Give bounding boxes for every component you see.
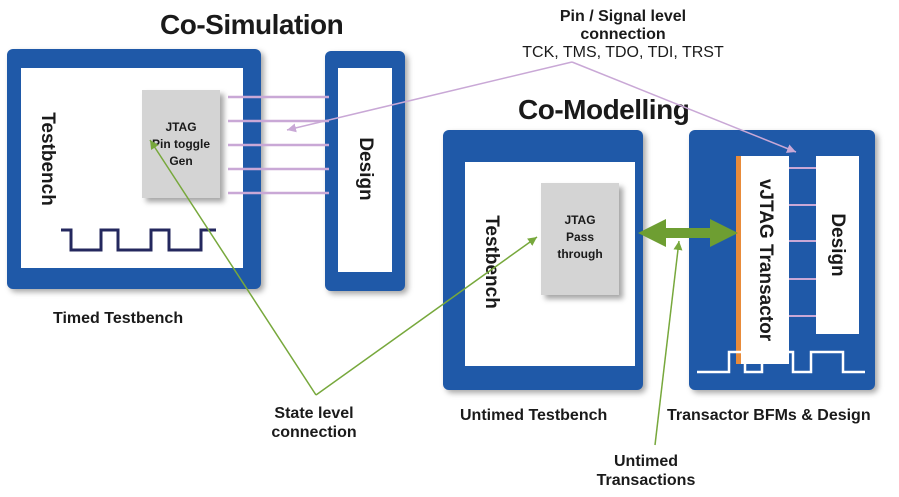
square-wave-icon [697, 350, 865, 374]
untimed-transactions-pointer [654, 240, 683, 446]
transactor-bfms-caption: Transactor BFMs & Design [667, 407, 871, 424]
comodel-testbench-block: Testbench JTAG Pass through [443, 130, 643, 390]
square-wave-icon [61, 228, 216, 252]
cosim-testbench-block: Testbench JTAG Pin toggle Gen [7, 49, 261, 289]
timed-testbench-caption: Timed Testbench [53, 310, 184, 327]
transactor-design-block: vJTAG Transactor Design [689, 130, 875, 390]
transactor-orange-bar [736, 156, 742, 364]
jtag-pin-toggle-gen-box: JTAG Pin toggle Gen [142, 90, 220, 198]
comodelling-title: Co-Modelling [518, 94, 690, 125]
comodel-design-panel [816, 156, 859, 334]
untimed-testbench-caption: Untimed Testbench [460, 407, 608, 424]
cosim-design-panel [338, 68, 392, 272]
jtag-pass-through-box: JTAG Pass through [541, 183, 619, 295]
cosim-design-block: Design [325, 51, 405, 291]
comodel-pin-lines [789, 167, 816, 317]
cosim-pin-lines [228, 95, 329, 195]
jtag-pass-through-label: JTAG Pass through [557, 213, 603, 261]
transaction-double-arrow [638, 219, 738, 247]
cosimulation-title: Co-Simulation [160, 9, 344, 40]
state-level-pointer-lines [149, 139, 538, 396]
untimed-transactions-line2: Transactions [596, 472, 696, 489]
pin-signal-level-connection-note: Pin / Signal level connection TCK, TMS, … [518, 8, 728, 62]
state-level-line2: connection [271, 424, 357, 441]
state-level-connection-note: State level connection [254, 404, 374, 442]
pin-level-pointer-lines [286, 61, 797, 153]
vjtag-transactor-panel [741, 156, 789, 364]
jtag-pin-toggle-gen-label: JTAG Pin toggle Gen [152, 120, 210, 168]
untimed-transactions-line1: Untimed [614, 453, 678, 470]
pin-signal-list: TCK, TMS, TDO, TDI, TRST [522, 44, 724, 61]
pin-signal-line2: connection [580, 26, 666, 43]
pin-signal-line1: Pin / Signal level [559, 8, 687, 25]
untimed-transactions-note: Untimed Transactions [581, 452, 711, 490]
state-level-line1: State level [274, 405, 354, 422]
